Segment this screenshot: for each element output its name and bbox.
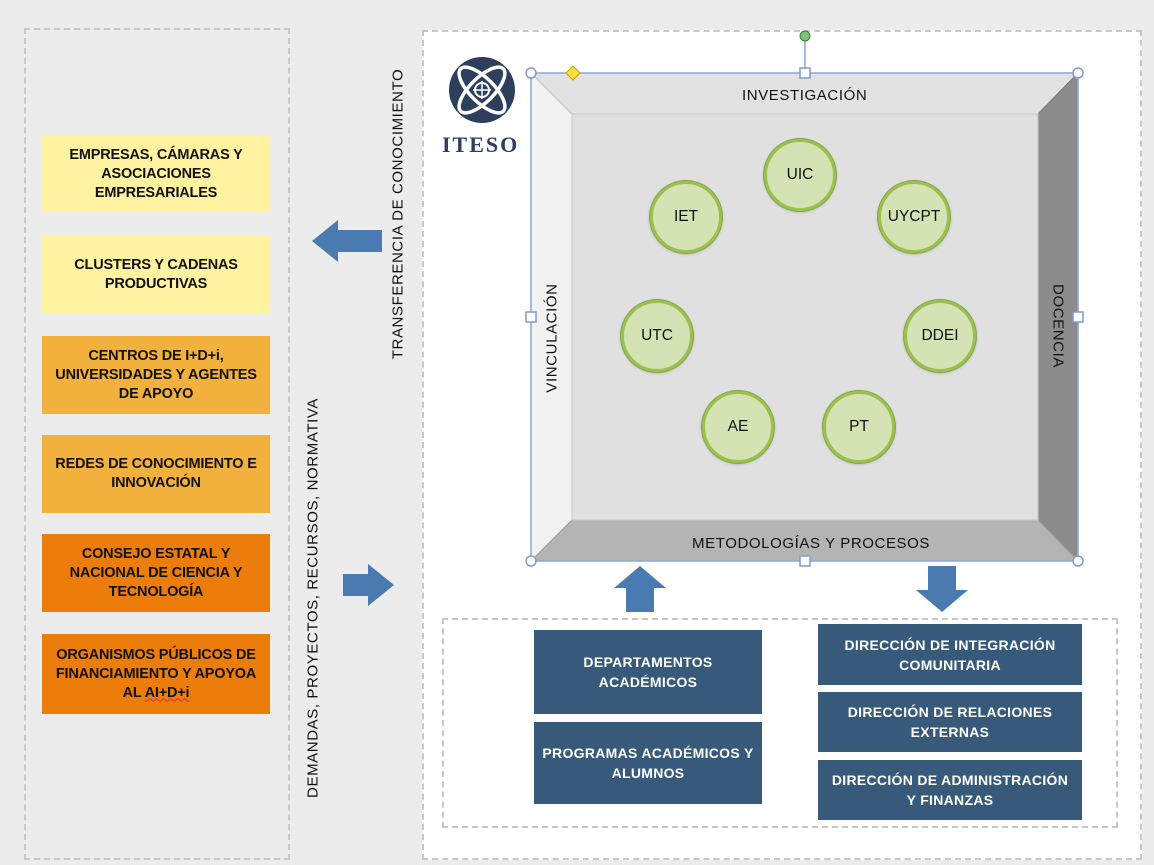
departments-panel [442, 618, 1118, 828]
unit-circle-ae: AE [702, 391, 774, 463]
unit-circle-label: PT [849, 418, 869, 435]
arrow-up-icon [614, 566, 666, 612]
transfer-label: TRANSFERENCIA DE CONOCIMIENTO [389, 68, 407, 360]
org-box-organismos: ORGANISMOS PÚBLICOS DE FINANCIAMIENTO Y … [42, 634, 270, 714]
unit-circle-uic: UIC [764, 139, 836, 211]
dept-box-label: DEPARTAMENTOS ACADÉMICOS [583, 654, 713, 690]
direction-box-administracion: DIRECCIÓN DE ADMINISTRACIÓN Y FINANZAS [818, 760, 1082, 820]
org-box-redes: REDES DE CONOCIMIENTO E INNOVACIÓN [42, 435, 270, 513]
unit-circle-label: UTC [641, 327, 673, 344]
demands-label: DEMANDAS, PROYECTOS, RECURSOS, NORMATIVA [304, 398, 322, 798]
unit-circle-label: UIC [786, 166, 814, 183]
unit-circle-label: IET [673, 208, 699, 225]
org-box-label-underlined: AI+D+i [144, 684, 190, 701]
unit-circle-pt: PT [823, 391, 895, 463]
org-box-label: CONSEJO ESTATAL Y NACIONAL DE CIENCIA Y … [69, 545, 243, 600]
frame-right-label: DOCENCIA [1049, 284, 1067, 368]
org-box-empresas: EMPRESAS, CÁMARAS Y ASOCIACIONES EMPRESA… [42, 136, 270, 212]
direction-box-integracion: DIRECCIÓN DE INTEGRACIÓN COMUNITARIA [818, 624, 1082, 685]
unit-circle-label: UYCPT [887, 208, 941, 225]
org-box-clusters: CLUSTERS Y CADENAS PRODUCTIVAS [42, 236, 270, 314]
org-box-consejo: CONSEJO ESTATAL Y NACIONAL DE CIENCIA Y … [42, 534, 270, 612]
org-box-label-main: ORGANISMOS PÚBLICOS DE FINANCIAMIENTO Y … [55, 646, 257, 701]
org-box-centros: CENTROS DE I+D+i, UNIVERSIDADES Y AGENTE… [42, 336, 270, 414]
direction-box-relaciones: DIRECCIÓN DE RELACIONES EXTERNAS [818, 692, 1082, 752]
frame-bottom-label: METODOLOGÍAS Y PROCESOS [692, 535, 931, 552]
frame-left-label: VINCULACIÓN [543, 283, 561, 393]
org-box-label: EMPRESAS, CÁMARAS Y ASOCIACIONES EMPRESA… [69, 146, 243, 201]
org-box-label: CLUSTERS Y CADENAS PRODUCTIVAS [74, 257, 238, 292]
unit-circle-label: AE [727, 418, 749, 435]
unit-circle-utc: UTC [621, 300, 693, 372]
arrow-down-icon [916, 566, 968, 612]
org-box-label: REDES DE CONOCIMIENTO E INNOVACIÓN [55, 456, 257, 491]
arrow-right-icon [343, 564, 394, 606]
unit-circle-label: DDEI [921, 327, 959, 344]
iteso-logo-icon [449, 57, 515, 123]
unit-circle-iet: IET [650, 181, 722, 253]
dept-box-label: PROGRAMAS ACADÉMICOS Y ALUMNOS [542, 745, 754, 781]
direction-box-label: DIRECCIÓN DE RELACIONES EXTERNAS [847, 704, 1053, 740]
direction-box-label: DIRECCIÓN DE ADMINISTRACIÓN Y FINANZAS [831, 772, 1069, 808]
org-box-label: ORGANISMOS PÚBLICOS DE FINANCIAMIENTO Y … [52, 646, 260, 703]
direction-box-label: DIRECCIÓN DE INTEGRACIÓN COMUNITARIA [844, 636, 1056, 673]
dept-box-departamentos: DEPARTAMENTOS ACADÉMICOS [534, 630, 762, 714]
frame-top-label: INVESTIGACIÓN [742, 87, 868, 104]
research-frame [525, 30, 1084, 567]
org-box-label: CENTROS DE I+D+i, UNIVERSIDADES Y AGENTE… [55, 347, 257, 402]
arrow-left-icon [312, 220, 382, 262]
unit-circle-uycpt: UYCPT [878, 181, 950, 253]
dept-box-programas: PROGRAMAS ACADÉMICOS Y ALUMNOS [534, 722, 762, 804]
unit-circle-ddei: DDEI [904, 300, 976, 372]
iteso-logo-text: ITESO [442, 132, 520, 157]
